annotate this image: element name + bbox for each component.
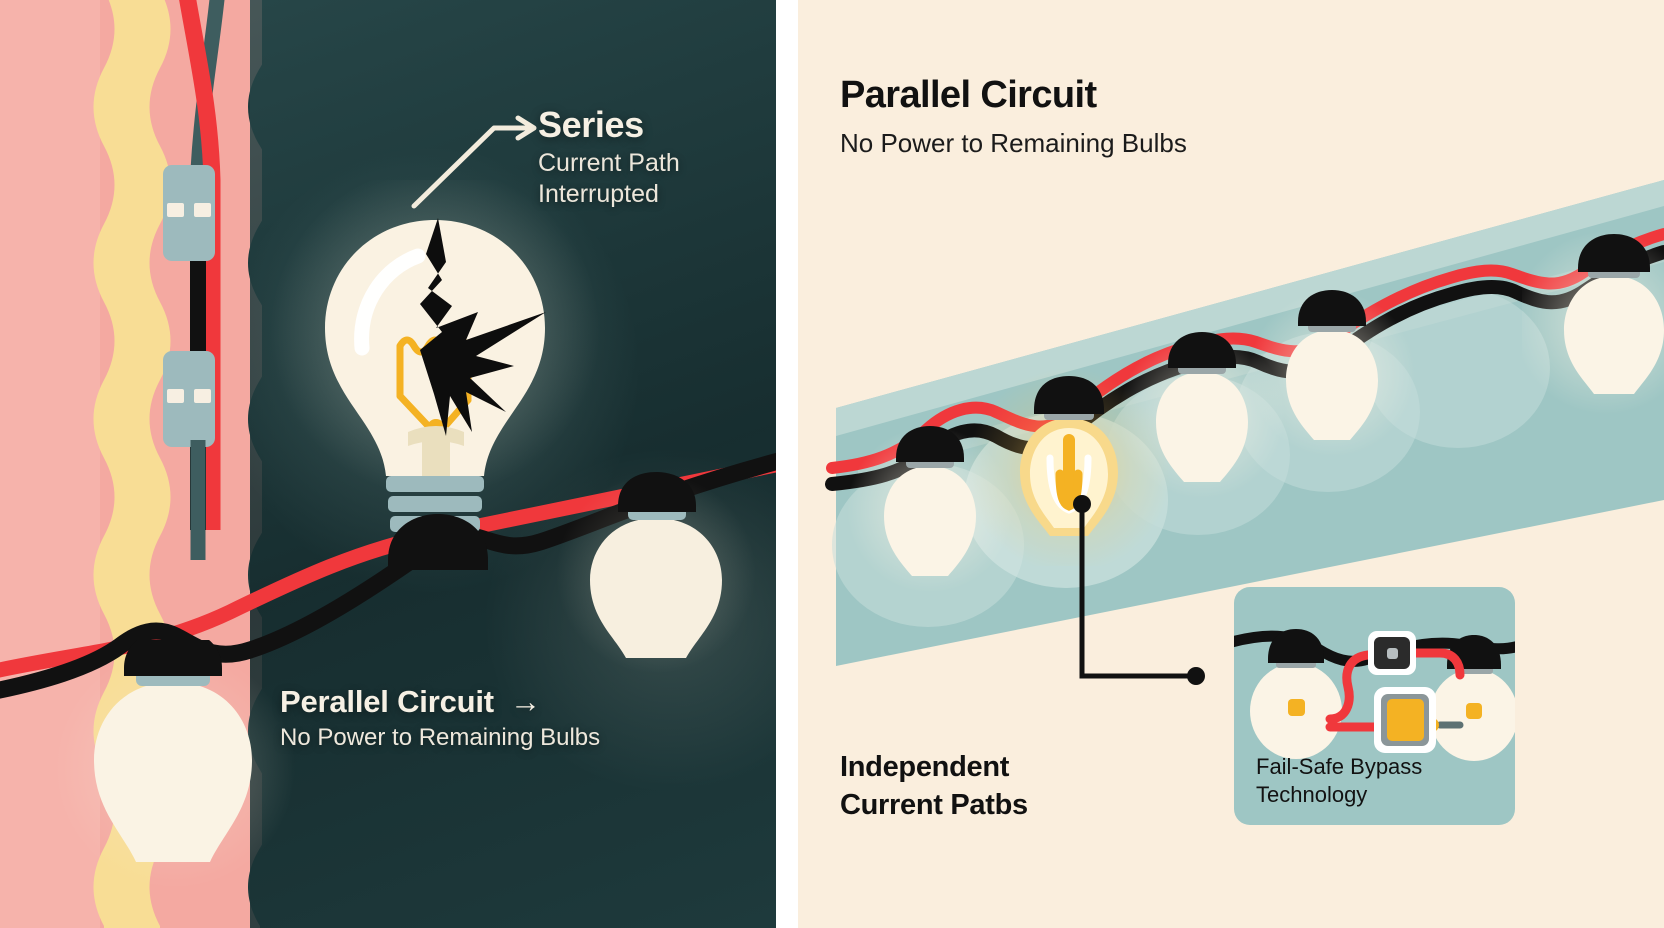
dim-bulb-art: [590, 472, 722, 658]
clip-pad-left: [167, 203, 184, 217]
series-circuit-panel: Series Current Path Interrupted Perallel…: [0, 0, 776, 928]
clip-pad-right: [194, 203, 211, 217]
parallel-bulb-5-art: [1564, 234, 1664, 394]
parallel-bulb-4: [1244, 278, 1420, 462]
broken-bulb-socket: [388, 514, 488, 570]
shunt-chip-small: [1368, 631, 1416, 675]
left-footer-subtitle: No Power to Remaining Bulbs: [280, 724, 601, 751]
cord-connector-clip-2[interactable]: [163, 351, 215, 447]
series-callout-subtitle-line2: Interrupted: [538, 180, 659, 208]
parallel-panel-subtitle: No Power to Remaining Bulbs: [840, 128, 1187, 158]
parallel-bulb-5: [1522, 222, 1664, 416]
series-callout-title: Series: [538, 104, 644, 145]
cord-connector-clip-1[interactable]: [163, 165, 215, 261]
parallel-footer-line1: Independent: [840, 751, 1010, 783]
bottom-left-bulb: [50, 628, 300, 898]
broken-bulb: [270, 180, 600, 570]
parallel-circuit-panel: Fail-Safe Bypass Technology Parallel Cir…: [798, 0, 1664, 928]
dim-bulb: [548, 454, 764, 684]
inset-diagram-art: [1234, 629, 1515, 761]
left-footer-title-text: Perallel Circuit: [280, 684, 494, 719]
parallel-bulb-3-art: [1156, 332, 1248, 482]
inset-caption: Fail-Safe Bypass Technology: [1256, 753, 1422, 809]
series-callout-arrow: [411, 115, 537, 209]
fail-safe-bypass-inset: Fail-Safe Bypass Technology: [1234, 587, 1515, 825]
left-footer-arrow-icon: →: [509, 684, 541, 719]
inset-caption-line1: Fail-Safe Bypass: [1256, 754, 1423, 779]
parallel-footer: Independent Current Patbs: [840, 748, 1028, 824]
pink-left-band: [0, 0, 100, 928]
left-footer-title: Perallel Circuit →: [280, 684, 541, 720]
series-callout-subtitle-line1: Current Path: [538, 149, 680, 177]
bypass-module: [1374, 687, 1436, 753]
series-string-wire: [0, 452, 776, 699]
parallel-footer-line2: Current Patbs: [840, 789, 1028, 821]
series-callout-subtitle: Current Path Interrupted: [538, 148, 738, 210]
vertical-cord-lower: [190, 440, 206, 560]
clip-pad-left: [167, 389, 184, 403]
bottom-left-bulb-art: [94, 640, 252, 862]
parallel-bulb-4-art: [1286, 290, 1378, 440]
panel-divider: [776, 0, 798, 928]
clip-pad-right: [194, 389, 211, 403]
parallel-panel-title: Parallel Circuit: [840, 74, 1097, 116]
parallel-bulb-1-art: [884, 426, 976, 576]
inset-caption-line2: Technology: [1256, 782, 1368, 807]
